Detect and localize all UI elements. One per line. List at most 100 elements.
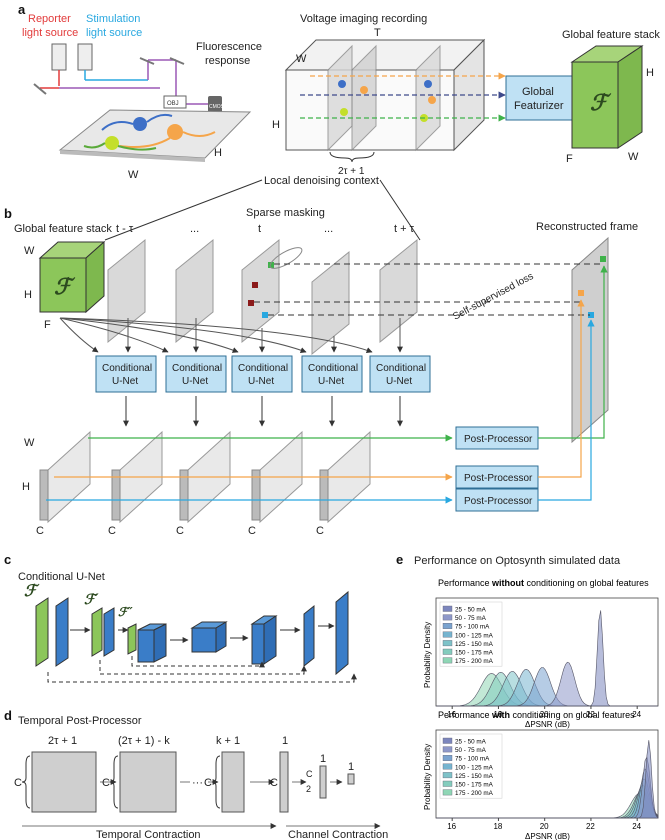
slab-h-label: H xyxy=(22,481,30,493)
legend-swatch xyxy=(442,755,453,761)
legend-entry: 125 - 150 mA xyxy=(455,773,494,780)
sample-slide xyxy=(58,109,252,162)
temporal-contraction-label: Temporal Contraction xyxy=(96,829,201,840)
postproc-size-1: (2τ + 1) - k xyxy=(118,735,170,747)
chart-title-part: with xyxy=(491,710,510,720)
fluorescence-label-1: Fluorescence xyxy=(196,41,262,53)
x-tick-label: 18 xyxy=(493,822,502,831)
legend-entry: 150 - 175 mA xyxy=(455,782,494,789)
legend-swatch xyxy=(442,746,453,753)
chart-title-part: Performance xyxy=(438,578,492,588)
legend-entry: 100 - 125 mA xyxy=(455,764,494,771)
stack-w-label-a: W xyxy=(628,151,639,163)
chart-title: Performance with conditioning on global … xyxy=(438,710,635,720)
global-featurizer-label-1: Global xyxy=(522,86,554,98)
postproc-chalf-den: 2 xyxy=(306,784,311,794)
stack-h-label-b: H xyxy=(24,289,32,301)
panel-b-label: b xyxy=(4,206,12,221)
blue-return-arrow xyxy=(538,319,595,501)
chart-without-conditioning: Performance without conditioning on glob… xyxy=(423,578,659,729)
postproc-c-1: C xyxy=(102,777,110,789)
unet-label-3b: U-Net xyxy=(318,376,344,387)
postproc-ellipsis: ··· xyxy=(192,777,203,789)
postproc-diagram xyxy=(21,751,381,829)
fluorescence-label-2: response xyxy=(205,55,250,67)
global-stack-title-a: Global feature stack xyxy=(562,29,660,41)
cmos-label: CMOS xyxy=(209,104,225,110)
chart-title-part: Performance xyxy=(438,710,492,720)
optical-setup: OBJ CMOS xyxy=(33,43,225,114)
unet-label-1b: U-Net xyxy=(182,376,208,387)
orange-return-arrow xyxy=(538,299,585,478)
two-tau-brace xyxy=(329,151,375,163)
reconstructed-frame xyxy=(571,236,609,444)
volume-h-label: H xyxy=(272,119,280,131)
post-processor-label-2: Post-Processor xyxy=(464,496,533,507)
y-axis-label: Probability Density xyxy=(423,744,432,810)
postproc-title: Temporal Post-Processor xyxy=(18,715,142,727)
slide-h-label: H xyxy=(214,147,222,159)
unet-glyph-0: ℱ xyxy=(24,581,40,600)
legend-entry: 50 - 75 mA xyxy=(455,747,487,754)
panel-a-label: a xyxy=(18,2,26,17)
legend-swatch xyxy=(442,763,453,770)
global-feature-stack-a xyxy=(570,45,644,149)
unet-title: Conditional U-Net xyxy=(18,571,105,583)
legend-entry: 175 - 200 mA xyxy=(455,790,494,797)
slab-w-label: W xyxy=(24,437,35,449)
unet-label-0b: U-Net xyxy=(112,376,138,387)
legend-entry: 125 - 150 mA xyxy=(455,641,494,648)
legend-swatch xyxy=(442,780,453,787)
stack-h-label-a: H xyxy=(646,67,654,79)
legend-swatch xyxy=(442,640,453,647)
legend-swatch xyxy=(442,623,453,629)
legend-entry: 75 - 100 mA xyxy=(455,756,490,763)
slab-c-label-4: C xyxy=(316,525,324,537)
unet-label-3a: Conditional xyxy=(308,363,358,374)
post-processor-label-0: Post-Processor xyxy=(464,434,533,445)
legend-entry: 150 - 175 mA xyxy=(455,650,494,657)
two-tau-label: 2τ + 1 xyxy=(338,166,365,177)
postproc-c-2: C xyxy=(204,777,212,789)
unet-down-arrows xyxy=(123,396,403,427)
global-feature-stack-b xyxy=(38,240,106,314)
postproc-size-3: 1 xyxy=(282,735,288,747)
legend-swatch xyxy=(442,631,453,638)
chart-title-part: conditioning on global features xyxy=(510,710,635,720)
postproc-size-0: 2τ + 1 xyxy=(48,735,77,747)
postproc-size-5: 1 xyxy=(348,761,354,773)
frame-label-1: ... xyxy=(190,223,199,235)
density-series xyxy=(436,740,659,819)
stimulation-label-2: light source xyxy=(86,27,142,39)
recording-volume xyxy=(284,38,486,152)
feature-glyph-b: ℱ xyxy=(54,274,76,300)
x-tick-label: 24 xyxy=(632,822,641,831)
x-tick-label: 16 xyxy=(447,710,456,719)
legend-swatch xyxy=(442,657,453,664)
slab-c-label-1: C xyxy=(108,525,116,537)
frame-stack xyxy=(107,238,418,356)
panel-c-label: c xyxy=(4,552,11,567)
x-tick-label: 22 xyxy=(586,822,595,831)
legend-entry: 100 - 125 mA xyxy=(455,632,494,639)
postproc-c-0: C xyxy=(14,777,22,789)
unet-glyph-2: ℱ″ xyxy=(118,605,133,619)
sparse-masking-label: Sparse masking xyxy=(246,207,325,219)
legend-swatch xyxy=(442,789,453,796)
stimulation-label-1: Stimulation xyxy=(86,13,140,25)
feature-glyph-a: ℱ xyxy=(590,90,612,116)
reporter-label-1: Reporter xyxy=(28,13,71,25)
postproc-chalf-num: C xyxy=(306,769,313,779)
voltage-title: Voltage imaging recording xyxy=(300,13,427,25)
obj-label: OBJ xyxy=(167,101,179,107)
slab-c-label-2: C xyxy=(176,525,184,537)
x-tick-label: 20 xyxy=(540,710,549,719)
legend-swatch xyxy=(442,737,453,744)
global-stack-title-b: Global feature stack xyxy=(14,223,112,235)
unet-boxes xyxy=(95,355,431,393)
postproc-size-4: 1 xyxy=(320,753,326,765)
channel-contraction-label: Channel Contraction xyxy=(288,829,388,840)
frame-label-3: ... xyxy=(324,223,333,235)
legend-swatch xyxy=(442,605,453,612)
